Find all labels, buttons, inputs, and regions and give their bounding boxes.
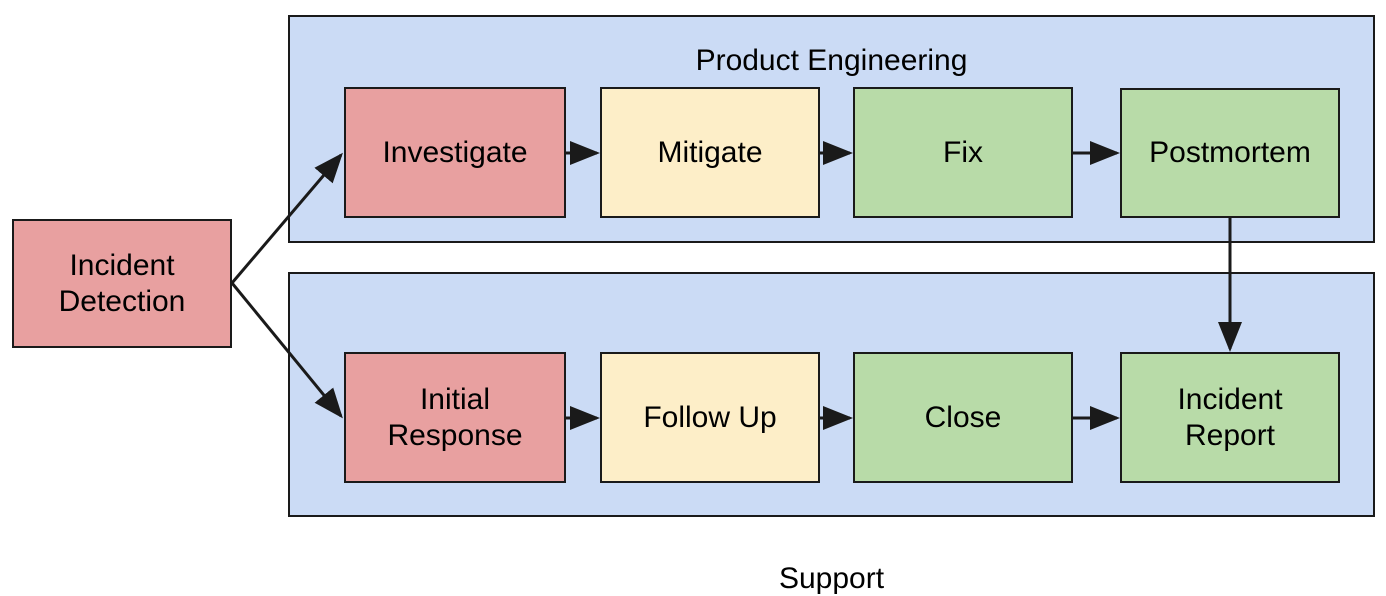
node-label-incident-detection: Incident Detection <box>58 248 186 318</box>
node-label-investigate: Investigate <box>382 135 528 169</box>
node-initial-response[interactable]: Initial Response <box>344 352 566 483</box>
node-label-fix: Fix <box>943 135 983 169</box>
node-label-postmortem: Postmortem <box>1149 136 1311 169</box>
node-postmortem[interactable]: Postmortem <box>1120 88 1340 218</box>
node-label-initial-response: Initial Response <box>387 382 523 452</box>
node-investigate[interactable]: Investigate <box>344 87 566 218</box>
node-fix[interactable]: Fix <box>853 87 1073 218</box>
swimlane-title-product-engineering: Product Engineering <box>695 44 968 77</box>
incident-management-flowchart: Product Engineering Support Incident De <box>12 15 1375 595</box>
node-incident-report[interactable]: Incident Report <box>1120 352 1340 483</box>
node-label-close: Close <box>924 400 1002 434</box>
swimlane-title-support: Support <box>778 562 885 595</box>
node-mitigate[interactable]: Mitigate <box>600 87 820 218</box>
node-incident-detection[interactable]: Incident Detection <box>12 219 232 348</box>
node-label-incident-report: Incident Report <box>1177 382 1283 452</box>
node-label-mitigate: Mitigate <box>657 135 763 169</box>
node-follow-up[interactable]: Follow Up <box>600 352 820 483</box>
node-close[interactable]: Close <box>853 352 1073 483</box>
node-label-follow-up: Follow Up <box>643 400 777 434</box>
